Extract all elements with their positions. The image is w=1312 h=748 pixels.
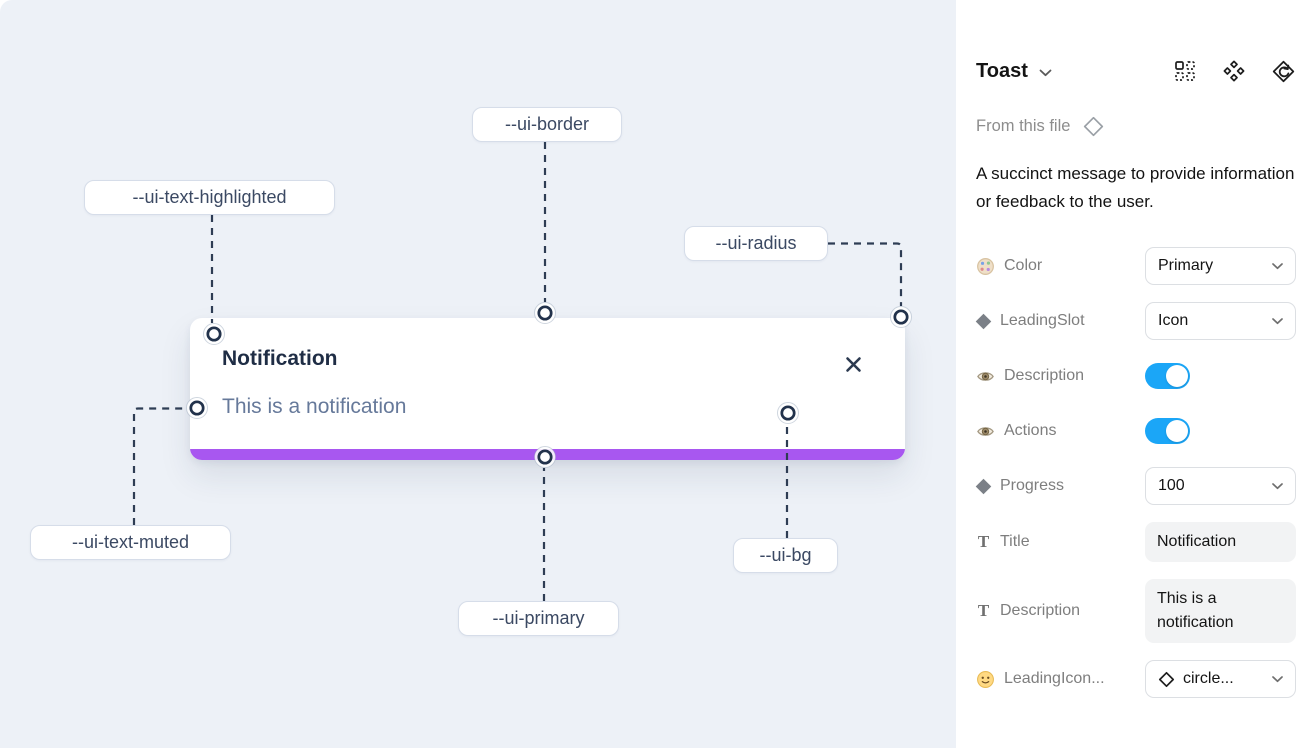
color-select[interactable]: Primary — [1145, 247, 1296, 285]
properties-panel: Toast From this file — [956, 0, 1312, 748]
source-row: From this file — [976, 113, 1296, 139]
var-label-ui-border[interactable]: --ui-border — [472, 107, 622, 142]
var-label-ui-radius[interactable]: --ui-radius — [684, 226, 828, 261]
prop-label-description-text: T Description — [977, 601, 1081, 620]
prop-row-description-toggle: Description — [976, 357, 1296, 395]
prop-row-leadingslot: LeadingSlot Icon — [975, 302, 1296, 340]
eye-icon — [977, 426, 994, 436]
var-label-ui-bg[interactable]: --ui-bg — [733, 538, 838, 573]
component-description: A succinct message to provide informatio… — [976, 164, 1295, 211]
title-field[interactable]: Notification — [1145, 522, 1296, 562]
text-icon: T — [977, 601, 990, 620]
design-canvas: Notification This is a notification --ui… — [0, 0, 956, 748]
component-name[interactable]: Toast — [976, 59, 1028, 82]
chevron-down-icon[interactable] — [1039, 69, 1052, 77]
eye-icon — [977, 371, 994, 381]
diamond-solid-icon — [975, 478, 992, 494]
var-label-ui-text-highlighted[interactable]: --ui-text-highlighted — [84, 180, 335, 215]
diamond-outline-icon — [1158, 671, 1175, 687]
chevron-down-icon — [1272, 317, 1283, 324]
chevron-down-icon — [1272, 482, 1283, 489]
source-label: From this file — [976, 116, 1071, 135]
description-field[interactable]: This is a notification — [1145, 579, 1296, 643]
prop-label-description: Description — [976, 367, 1084, 386]
toast-title: Notification — [222, 347, 338, 370]
reset-component-icon[interactable] — [1271, 59, 1296, 84]
chevron-down-icon — [1272, 675, 1283, 682]
wire-ui-radius — [828, 242, 903, 306]
actions-toggle[interactable] — [1145, 418, 1190, 444]
prop-label-actions: Actions — [976, 422, 1056, 441]
description-toggle[interactable] — [1145, 363, 1190, 389]
toast-progress-bar — [190, 449, 905, 460]
prop-row-description-text: T Description This is a notification — [976, 579, 1296, 643]
var-label-ui-primary[interactable]: --ui-primary — [458, 601, 619, 636]
prop-label-title: T Title — [977, 532, 1030, 551]
smiley-icon — [977, 670, 994, 688]
toggle-knob — [1166, 365, 1188, 387]
prop-row-progress: Progress 100 — [975, 467, 1296, 505]
prop-label-progress: Progress — [975, 477, 1064, 495]
wire-ui-text-muted — [132, 407, 186, 525]
panel-header: Toast — [976, 56, 1296, 86]
property-list: Color Primary LeadingSlot Icon — [975, 247, 1296, 698]
chevron-down-icon — [1272, 262, 1283, 269]
leadingslot-select[interactable]: Icon — [1145, 302, 1296, 340]
palette-icon — [977, 257, 994, 275]
component-icon[interactable] — [1222, 59, 1246, 83]
prop-label-leadingicon: LeadingIcon... — [976, 670, 1105, 689]
text-icon: T — [977, 532, 990, 551]
prop-label-leadingslot: LeadingSlot — [975, 312, 1085, 330]
prop-row-title: T Title Notification — [976, 522, 1296, 562]
prop-row-actions-toggle: Actions — [976, 412, 1296, 450]
toggle-knob — [1166, 420, 1188, 442]
diamond-outline-icon — [1084, 116, 1104, 136]
diamond-solid-icon — [975, 313, 992, 329]
toast-description: This is a notification — [222, 395, 407, 418]
prop-row-color: Color Primary — [976, 247, 1296, 285]
prop-row-leadingicon: LeadingIcon... circle... — [976, 660, 1296, 698]
toast-card[interactable]: Notification This is a notification — [190, 318, 905, 460]
leadingicon-select[interactable]: circle... — [1145, 660, 1296, 698]
prop-label-color: Color — [976, 257, 1042, 276]
close-icon[interactable] — [845, 356, 862, 373]
var-label-ui-text-muted[interactable]: --ui-text-muted — [30, 525, 231, 560]
progress-select[interactable]: 100 — [1145, 467, 1296, 505]
swap-instance-icon[interactable] — [1173, 59, 1197, 83]
